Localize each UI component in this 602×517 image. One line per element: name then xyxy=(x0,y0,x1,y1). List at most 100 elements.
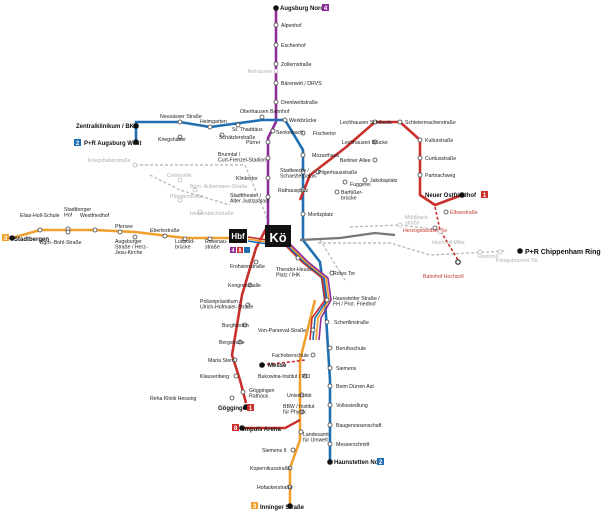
station-alpenhof[interactable]: Alpenhof xyxy=(273,22,302,29)
station-fischertor[interactable]: Fischertor xyxy=(300,130,336,137)
end-stadtbergen[interactable] xyxy=(9,235,15,241)
station-stadttheater[interactable]: Stadttheater /Alter Justizpalast xyxy=(230,193,271,205)
end-pr-west[interactable] xyxy=(133,139,139,145)
station-mozartstrasse[interactable]: Mozarthaus xyxy=(300,152,340,159)
station-reha-klinik[interactable]: Reha Klinik Hessing xyxy=(150,395,235,402)
hub-koenigsplatz[interactable]: Kö xyxy=(265,225,291,247)
station-hochzoll-mitte[interactable]: Hochzoll Mitte xyxy=(432,229,465,246)
station-bergstrasse[interactable]: Bergstraße xyxy=(219,339,245,346)
station-staedtwerke[interactable]: Stadtwerke /Schaezlerpalais xyxy=(280,168,317,180)
station-koenigsbrunn-grey[interactable]: Königsbrunner Str. xyxy=(496,249,539,264)
station-iterhausen[interactable]: Iterhausen xyxy=(247,68,279,75)
station-bukowina[interactable]: Bukowina-Institut / PCI xyxy=(258,373,310,380)
station-centerville[interactable]: Centerville xyxy=(167,173,192,183)
end-augsburg-nord[interactable] xyxy=(273,5,279,11)
station-label: Kriegsh­aberstraße xyxy=(88,158,131,164)
station-brunntal[interactable]: Brunntal /Curt-Frenzel-Stadion xyxy=(218,152,271,164)
station-luitpoldbruecke[interactable]: Luitpold-brücke xyxy=(175,236,195,251)
station-von-parseval[interactable]: Von-Parseval-Straße xyxy=(258,327,316,334)
station-pfersee[interactable]: Pfersee xyxy=(115,224,133,235)
station-bgm-ackermann[interactable]: Bgm.-Ackermann-Straße xyxy=(190,184,247,193)
station-curtiusstrasse[interactable]: Curtiusstraße xyxy=(417,155,456,162)
station-neusaesser[interactable]: Neusässer Straße xyxy=(160,114,202,125)
station-herzogstandstrasse[interactable]: Herzogstandstraße xyxy=(403,225,447,234)
end-inninger[interactable] xyxy=(287,503,293,509)
station-baerenwirt[interactable]: Bärenwirt / DRVS xyxy=(273,80,322,87)
station-elbsestrasse[interactable]: Elbsestraße xyxy=(443,209,478,216)
station-westfriedhof[interactable]: Westfriedhof xyxy=(80,213,110,233)
station-hofackerstrasse[interactable]: Hofackerstraße xyxy=(257,484,293,491)
station-pfandlerstrasse[interactable]: Pfanderstraße xyxy=(170,194,203,203)
station-rathausplatz[interactable]: Rathausplatz xyxy=(278,187,309,194)
station-senkelbach[interactable]: Senkelbach xyxy=(270,128,303,136)
station-heimgarten[interactable]: Heimgarten xyxy=(200,119,227,130)
station-lechhausen-bruecke[interactable]: Lechhausen Brücke xyxy=(342,139,388,146)
station-kulturstrasse[interactable]: Kulturstraße xyxy=(417,137,453,144)
station-frohsinnstrasse[interactable]: Frohsinnstraße xyxy=(230,259,265,270)
station-barfuesser[interactable]: Barfüßer-brücke xyxy=(334,189,363,202)
station-stop xyxy=(497,249,503,255)
station-eberlestrasse[interactable]: Eberlestraße xyxy=(150,228,180,239)
hub-hbf[interactable]: Hbf xyxy=(229,229,247,243)
end-zentralklinikum[interactable] xyxy=(133,123,139,129)
station-schleiermacherstrasse[interactable]: Schleiermacherstraße xyxy=(397,119,456,126)
station-burgfrieden[interactable]: Burgfrieden xyxy=(222,322,249,329)
station-haunstetter-strasse[interactable]: Haunstetter Straße /FH / Prot. Friedhof xyxy=(324,296,380,308)
end-messe[interactable] xyxy=(259,362,265,368)
station-st-thaddaeus[interactable]: St. Thaddäus xyxy=(232,122,263,133)
end-haunstetten-nord[interactable] xyxy=(327,459,333,465)
station-universitaet[interactable]: Universität xyxy=(287,392,312,399)
station-label: Barfüßer-brücke xyxy=(341,190,363,202)
station-rosenaustrasse[interactable]: Rosenau-straße xyxy=(205,236,228,251)
end-impuls-arena[interactable] xyxy=(239,425,245,431)
station-kongresshalle[interactable]: Kongresshalle xyxy=(228,282,261,289)
station-moritzplatz[interactable]: Moritzplatz xyxy=(300,211,333,218)
station-mueblerstrasse[interactable]: Mühlbach-straße xyxy=(397,215,429,228)
station-schertlinstrasse[interactable]: Schertlinstraße xyxy=(324,319,369,326)
station-kriegshaber-grey[interactable]: Kriegsh­aberstraße xyxy=(88,158,138,168)
station-klausenberg[interactable]: Klausenberg xyxy=(200,373,239,380)
station-bahnhof-hochzoll[interactable]: Bahnhof Hochzoll xyxy=(423,259,464,280)
station-siemens-ii[interactable]: Siemens II xyxy=(262,447,296,454)
station-baugenossenschaft[interactable]: Baugenossenschaft xyxy=(327,422,382,429)
station-fachoberschule[interactable]: Fachoberschule xyxy=(272,352,316,359)
station-elias-holl[interactable]: Elias-Holl-Schule xyxy=(20,213,60,233)
station-hessenbachstrasse[interactable]: Hessenbachstraße xyxy=(190,209,234,217)
station-bgm-bohl[interactable]: Bgm.-Bohl-Straße xyxy=(40,229,82,246)
station-oberhausen[interactable]: Oberhausen Bahnhof xyxy=(240,109,290,120)
end-chippenham[interactable] xyxy=(517,248,523,254)
station-maria-stern[interactable]: Maria Stern xyxy=(208,357,238,364)
station-puerrer[interactable]: Pürrer xyxy=(246,139,271,146)
station-rotes-tor[interactable]: Rotes Tor xyxy=(329,270,355,277)
station-eschenhof[interactable]: Eschenhof xyxy=(273,42,306,49)
station-partnachweg[interactable]: Partnachweg xyxy=(417,172,455,179)
station-fuggerei[interactable]: Fuggerei xyxy=(342,179,370,188)
station-polizeipraesidium[interactable]: Polizeipräsidium /Ulrich-Hofmaier-Straße xyxy=(200,299,253,311)
station-werkbruecke[interactable]: Werkbrücke xyxy=(282,117,317,124)
station-hochzoll-grey[interactable]: Hochzoll xyxy=(477,249,498,260)
station-klinkertor[interactable]: Klinkertor xyxy=(236,175,271,182)
end-neuer-ostfriedhof[interactable] xyxy=(459,192,465,198)
station-lechhausen-schloessle[interactable]: Lechhausen Schlössle xyxy=(340,119,392,126)
station-drentwettstrasse[interactable]: Drentwettstraße xyxy=(273,99,318,106)
station-pilgerhausstrasse[interactable]: Pilgerhausstraße xyxy=(315,169,357,176)
station-messerschmitt[interactable]: Messerschmitt xyxy=(327,441,370,448)
station-jakobsplatz[interactable]: Jakobsplatz xyxy=(362,177,398,184)
station-beim-duerren-ast[interactable]: Beim Dürren Ast xyxy=(327,383,374,390)
station-kriegshaber[interactable]: Kriegshaber xyxy=(158,134,186,143)
station-kopernikusstrasse[interactable]: Kopernikusstraße xyxy=(250,465,293,472)
station-schaetzlerstrasse[interactable]: Schätzlerstraße xyxy=(219,132,255,141)
station-berufsschule[interactable]: Berufsschule xyxy=(327,345,366,352)
station-berliner-allee[interactable]: Berliner Allee xyxy=(340,157,378,164)
station-volkssiedlung[interactable]: Volkssiedlung xyxy=(327,402,368,409)
station-siemens[interactable]: Siemens xyxy=(327,365,357,372)
station-label: Rathausplatz xyxy=(278,188,309,194)
station-zollernstrasse[interactable]: Zollernstraße xyxy=(273,61,312,68)
station-theodor-heuss[interactable]: Theodor-Heuss-Platz / IHK xyxy=(276,255,314,279)
station-stop xyxy=(300,152,306,158)
